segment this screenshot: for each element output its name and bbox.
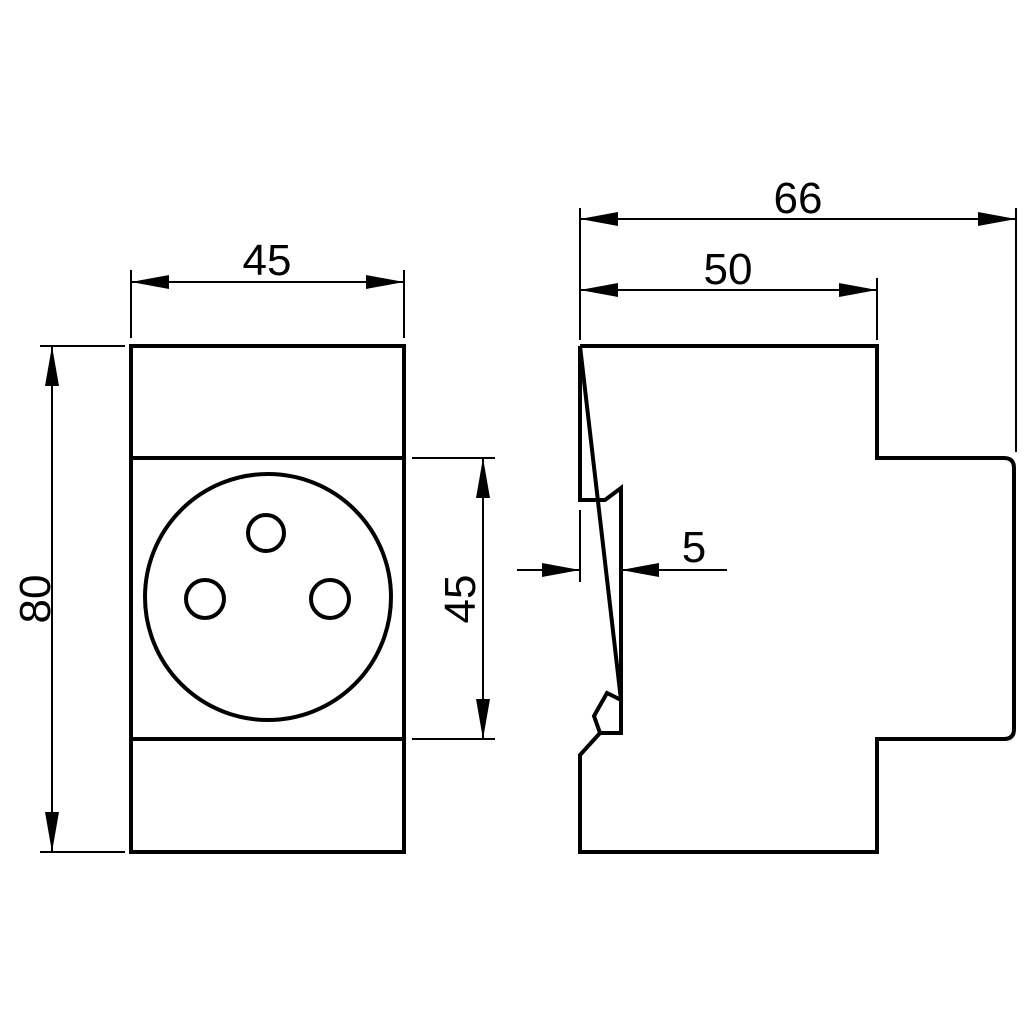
arrowhead <box>45 346 59 386</box>
arrowhead <box>476 699 490 739</box>
side-body-outline <box>578 344 1016 854</box>
dimension-side-body-depth: 50 <box>580 245 878 340</box>
dimension-label: 5 <box>682 523 706 572</box>
arrowhead <box>131 275 169 289</box>
left-pin-hole <box>184 578 226 620</box>
front-body-outline <box>129 344 406 854</box>
dimension-label: 45 <box>436 575 485 624</box>
side-view <box>578 344 1016 854</box>
earth-pin-hole <box>246 513 286 553</box>
dimension-side-total-depth: 66 <box>579 174 1017 452</box>
dimension-label: 50 <box>704 245 753 294</box>
front-view <box>129 344 406 854</box>
arrowhead <box>580 212 618 226</box>
arrowhead <box>839 283 877 297</box>
dimension-label: 80 <box>11 575 60 624</box>
dimension-socket-area-height: 45 <box>412 457 495 740</box>
arrowhead <box>45 812 59 852</box>
right-pin-hole <box>309 578 351 620</box>
dimension-label: 66 <box>774 174 823 223</box>
arrowhead <box>476 458 490 498</box>
arrowhead <box>978 212 1016 226</box>
dimension-rail-clip-depth: 5 <box>517 510 727 582</box>
arrowhead <box>366 275 404 289</box>
dimension-front-width: 45 <box>130 236 405 338</box>
arrowhead <box>580 283 618 297</box>
dimension-front-height: 80 <box>11 345 125 853</box>
arrowhead <box>621 563 659 577</box>
socket-face <box>143 472 393 722</box>
dimension-label: 45 <box>243 236 292 285</box>
arrowhead <box>542 563 580 577</box>
